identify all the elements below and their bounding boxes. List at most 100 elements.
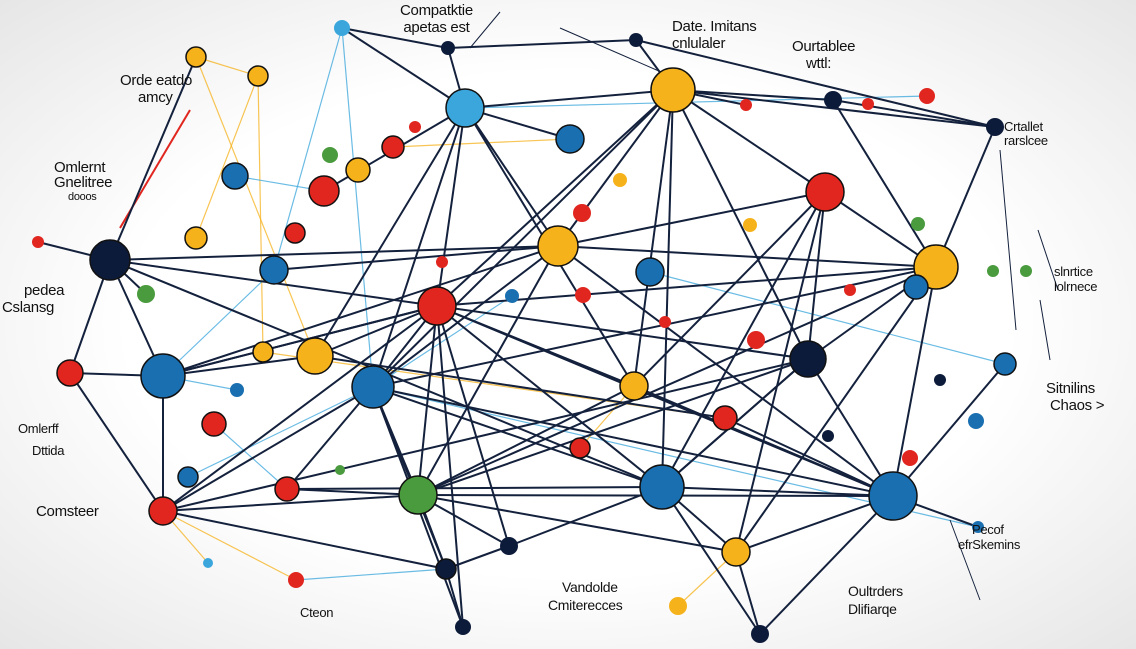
edge	[661, 486, 761, 635]
node-yellow	[650, 67, 696, 113]
edge	[314, 107, 466, 357]
node-yellow	[252, 341, 274, 363]
label-line: Cteon	[300, 605, 334, 620]
edge	[162, 386, 374, 512]
edge	[807, 191, 826, 360]
edge	[187, 386, 374, 478]
node-yellow	[537, 225, 579, 267]
node-navy	[934, 374, 946, 386]
node-lightblue	[203, 558, 213, 568]
edge	[372, 89, 674, 388]
edge	[162, 245, 559, 377]
node-red	[712, 405, 738, 431]
edge	[649, 271, 1006, 365]
node-navy	[500, 537, 518, 555]
edge	[735, 495, 894, 553]
edge	[195, 75, 259, 239]
label-line: Gnelitree	[54, 174, 113, 191]
leader-line	[559, 27, 669, 76]
node-red	[747, 331, 765, 349]
node-navy	[629, 33, 643, 47]
node-red	[32, 236, 44, 248]
node-navy	[89, 239, 131, 281]
node-lightblue	[445, 88, 485, 128]
edge	[213, 423, 288, 490]
edge	[257, 75, 264, 353]
node-green	[322, 147, 338, 163]
node-blue	[505, 289, 519, 303]
node-blue	[177, 466, 199, 488]
node-red	[436, 256, 448, 268]
edge	[672, 89, 834, 101]
node-yellow	[184, 226, 208, 250]
edge	[436, 107, 466, 307]
node-blue	[140, 353, 186, 399]
node-red	[902, 450, 918, 466]
label-line: rarslcee	[1004, 133, 1048, 148]
node-red	[274, 476, 300, 502]
node-blue	[868, 471, 918, 521]
label-line: Dttida	[32, 443, 65, 458]
label-line: wttl:	[806, 55, 832, 72]
edge	[162, 269, 275, 377]
node-red	[409, 121, 421, 133]
label-line: Omlernt	[54, 159, 106, 176]
node-red	[381, 135, 405, 159]
node-yellow	[721, 537, 751, 567]
node-red	[740, 99, 752, 111]
edge	[341, 27, 374, 388]
node-blue	[351, 365, 395, 409]
edge	[372, 107, 466, 388]
edge	[464, 95, 928, 109]
node-red	[919, 88, 935, 104]
label-line: Cmiterecces	[548, 597, 623, 613]
node-red	[201, 411, 227, 437]
edge	[661, 486, 894, 497]
node-red	[288, 572, 304, 588]
edge	[436, 305, 663, 488]
node-blue	[968, 413, 984, 429]
label-line: Crtallet	[1004, 119, 1043, 134]
node-green	[987, 265, 999, 277]
edge	[69, 372, 164, 512]
edge	[832, 99, 996, 128]
label-line: Oultrders	[848, 583, 903, 599]
label-line: efrSkemins	[958, 537, 1021, 552]
edge	[372, 245, 559, 388]
node-red	[659, 316, 671, 328]
edge	[286, 488, 419, 496]
label-line: Compatktie	[400, 2, 473, 19]
edge	[162, 305, 438, 512]
edge	[314, 355, 726, 419]
node-navy	[986, 118, 1004, 136]
node-blue	[635, 257, 665, 287]
edge	[372, 386, 894, 497]
edge	[417, 305, 438, 496]
edge	[735, 266, 937, 553]
edge	[436, 89, 674, 307]
edge	[417, 358, 809, 496]
label-line: amcy	[138, 89, 173, 106]
label-comsteer: Comsteer	[36, 503, 99, 520]
edge	[195, 56, 316, 357]
node-blue	[972, 521, 984, 533]
edge	[162, 510, 447, 570]
node-yellow	[669, 597, 687, 615]
leader-line	[469, 11, 501, 49]
edge	[633, 385, 894, 497]
edge	[508, 486, 663, 547]
edge	[464, 89, 674, 109]
label-line: dooos	[68, 191, 97, 203]
edge	[464, 107, 559, 247]
node-red	[575, 287, 591, 303]
edge	[892, 266, 937, 497]
node-yellow	[619, 371, 649, 401]
node-red	[284, 222, 306, 244]
edge	[195, 56, 259, 77]
